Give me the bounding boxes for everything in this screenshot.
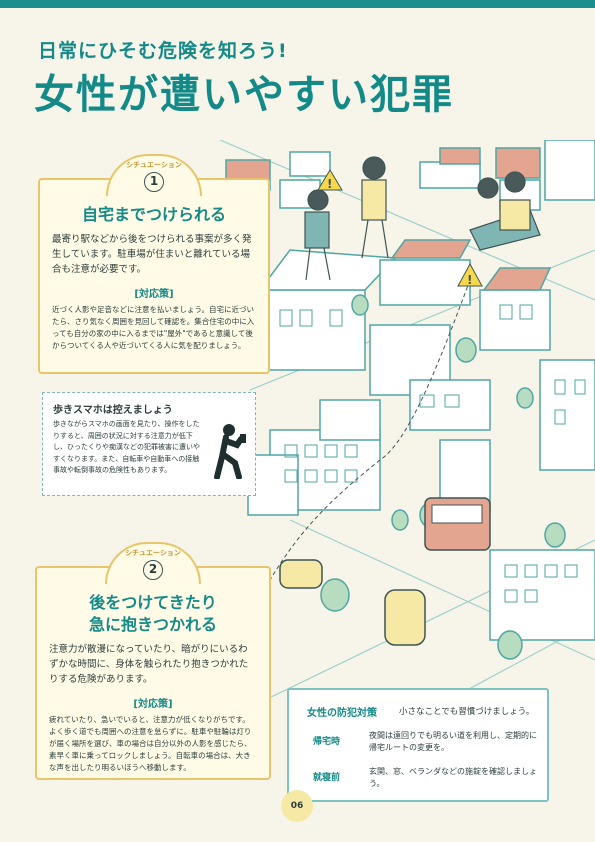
prevention-item-text: 玄関、窓、ベランダなどの施錠を確認しましょう。 [369,767,537,788]
situation-2-countermeasure: 疲れていたり、急いでいると、注意力が低くなりがちです。よく歩く道でも周囲への注意… [49,715,252,772]
situation-2-number: 2 [143,560,163,580]
situation-2-countermeasure-label: [対応策] [133,699,173,710]
walking-phone-icon [214,424,246,479]
situation-1-body: 最寄り駅などから後をつけられる事案が多く発生しています。駐車場が住まいと離れてい… [52,234,252,275]
situation-2-tab: シチュエーション 2 [105,542,201,584]
prevention-item-text: 夜間は遠回りでも明るい道を利用し、定期的に帰宅ルートの変更を。 [369,731,537,752]
situation-2-title-line1: 後をつけてきたり [89,593,217,612]
situation-1-title: 自宅までつけられる [81,205,226,224]
prevention-note: 小さなことでも習慣づけましょう。 [399,707,535,717]
situation-2-box: シチュエーション 2 後をつけてきたり 急に抱きつかれる 注意力が散漫になってい… [35,542,271,780]
svg-text:!: ! [467,273,472,287]
prevention-item-label: 就寝前 [313,773,341,783]
prevention-title: 女性の防犯対策 [307,708,377,719]
page-number: 06 [281,790,313,822]
city-illustration: ! ! [219,140,595,781]
situation-1-box: シチュエーション 1 自宅までつけられる 最寄り駅などから後をつけられる事案が多… [38,154,270,374]
situation-1-tab: シチュエーション 1 [106,154,202,196]
page-title: 女性が遭いやすい犯罪 [34,72,454,118]
situation-1-number: 1 [144,172,164,192]
prevention-item-label: 帰宅時 [313,737,341,747]
svg-text:!: ! [327,177,332,191]
page-kicker: 日常にひそむ危険を知ろう! [38,40,288,62]
situation-1-countermeasure: 近づく人影や足音などに注意を払いましょう。自宅に近づいたら、さり気なく周囲を見回… [52,305,255,350]
prevention-box: 女性の防犯対策 小さなことでも習慣づけましょう。 帰宅時 夜間は遠回りでも明るい… [287,688,549,802]
situation-2-title-line2: 急に抱きつかれる [88,615,217,634]
situation-1-countermeasure-label: [対応策] [134,289,174,300]
phone-tip-body: 歩きながらスマホの画面を見たり、操作をしたりすると、周囲の状況に対する注意力が低… [53,420,200,474]
phone-tip-title: 歩きスマホは控えましょう [53,405,173,416]
situation-2-title: 後をつけてきたり 急に抱きつかれる [37,592,269,636]
situation-2-body: 注意力が散漫になっていたり、暗がりにいるわずかな時間に、身体を触られたり抱きつか… [49,644,249,685]
situation-2-tab-label: シチュエーション [125,549,181,557]
phone-tip-box: 歩きスマホは控えましょう 歩きながらスマホの画面を見たり、操作をしたりすると、周… [42,392,256,496]
top-bar [0,0,595,8]
situation-1-tab-label: シチュエーション [126,161,182,169]
